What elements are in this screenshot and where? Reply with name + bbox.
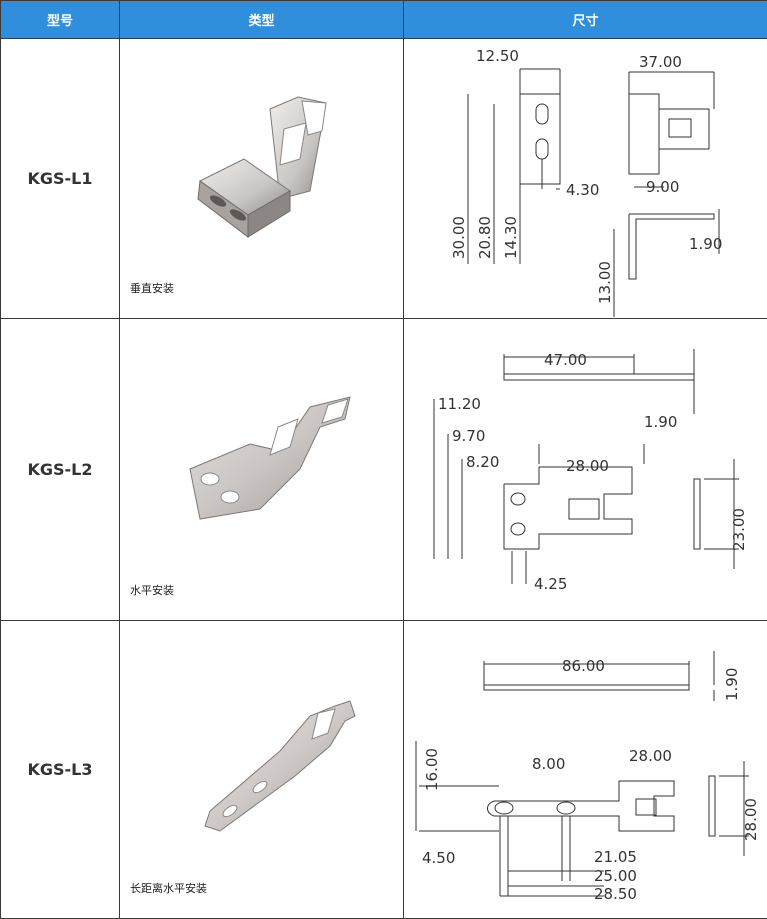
dim-label: 4.30 [566, 181, 599, 199]
dim-label: 20.80 [476, 216, 494, 259]
dimension-drawing-l3: 86.00 1.90 16.00 8.00 28.00 28.00 4.50 2… [404, 621, 766, 917]
dim-label: 47.00 [544, 351, 587, 369]
type-cell: 水平安装 [120, 319, 404, 621]
dim-label: 1.90 [689, 235, 722, 253]
table-row: KGS-L2 水平安装 [1, 319, 767, 621]
dim-label: 28.50 [594, 885, 637, 903]
dim-label: 4.25 [534, 575, 567, 593]
type-cell: 垂直安装 [120, 39, 404, 319]
mount-caption: 垂直安装 [130, 280, 174, 296]
mount-caption: 长距离水平安装 [130, 880, 207, 896]
product-photo-l2 [120, 319, 402, 619]
dim-label: 86.00 [562, 657, 605, 675]
dim-label: 1.90 [723, 668, 741, 701]
table-row: KGS-L3 长距离水平安装 [1, 621, 767, 919]
dim-label: 8.00 [532, 755, 565, 773]
product-photo-l3 [120, 621, 402, 917]
product-photo-l1 [120, 39, 402, 317]
header-type: 类型 [120, 1, 404, 39]
dimension-drawing-l2: 47.00 1.90 11.20 9.70 8.20 28.00 23.00 4… [404, 319, 766, 619]
dim-label: 13.00 [596, 261, 614, 304]
header-model: 型号 [1, 1, 120, 39]
dim-label: 37.00 [639, 53, 682, 71]
dim-label: 23.00 [730, 508, 748, 551]
dim-label: 28.00 [566, 457, 609, 475]
dim-label: 1.90 [644, 413, 677, 431]
header-row: 型号 类型 尺寸 [1, 1, 767, 39]
type-cell: 长距离水平安装 [120, 621, 404, 919]
dimension-cell: 47.00 1.90 11.20 9.70 8.20 28.00 23.00 4… [404, 319, 767, 621]
dim-label: 25.00 [594, 867, 637, 885]
dim-label: 8.20 [466, 453, 499, 471]
dim-label: 9.70 [452, 427, 485, 445]
dim-label: 12.50 [476, 47, 519, 65]
dimension-cell: 12.50 37.00 4.30 9.00 30.00 20.80 14.30 … [404, 39, 767, 319]
table-row: KGS-L1 垂直安装 [1, 39, 767, 319]
model-cell: KGS-L3 [1, 621, 120, 919]
dim-label: 9.00 [646, 178, 679, 196]
dim-label: 30.00 [450, 216, 468, 259]
model-cell: KGS-L2 [1, 319, 120, 621]
dimension-cell: 86.00 1.90 16.00 8.00 28.00 28.00 4.50 2… [404, 621, 767, 919]
dim-label: 11.20 [438, 395, 481, 413]
dim-label: 28.00 [629, 747, 672, 765]
dim-label: 21.05 [594, 848, 637, 866]
dim-label: 14.30 [502, 216, 520, 259]
dim-label: 16.00 [423, 748, 441, 791]
dim-label: 4.50 [422, 849, 455, 867]
model-cell: KGS-L1 [1, 39, 120, 319]
dimension-drawing-l1: 12.50 37.00 4.30 9.00 30.00 20.80 14.30 … [404, 39, 766, 317]
header-size: 尺寸 [404, 1, 767, 39]
dim-label: 28.00 [742, 798, 760, 841]
mount-caption: 水平安装 [130, 582, 174, 598]
